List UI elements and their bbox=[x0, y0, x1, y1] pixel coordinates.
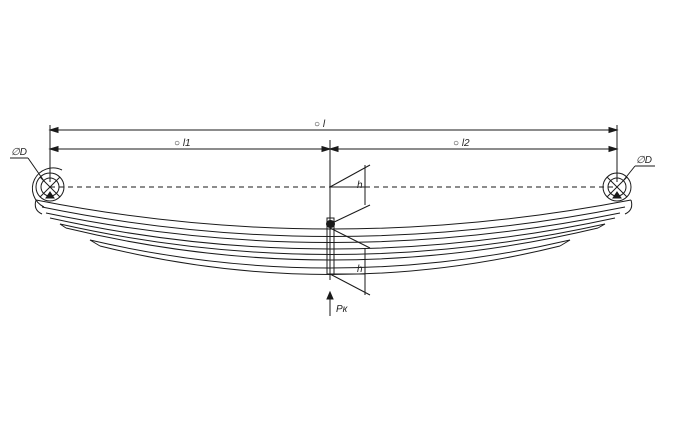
right-eye bbox=[602, 172, 632, 202]
upper-height-dimension: h bbox=[329, 164, 371, 225]
upper-height-label: h bbox=[357, 180, 363, 191]
lower-height-dimension: h bbox=[329, 227, 371, 296]
right-length-label: ○ l2 bbox=[453, 138, 470, 149]
total-length-label: ○ l bbox=[314, 119, 326, 130]
lower-height-label: h bbox=[357, 264, 363, 275]
partial-length-dimensions: ○ l1 ○ l2 bbox=[48, 138, 619, 280]
right-eye-diameter-callout: ∅D bbox=[622, 155, 655, 182]
left-eye bbox=[31, 167, 65, 208]
force-label: Pк bbox=[336, 304, 349, 315]
left-eye-diameter-label: ∅D bbox=[11, 147, 27, 158]
right-eye-diameter-label: ∅D bbox=[636, 155, 652, 166]
left-eye-diameter-callout: ∅D bbox=[10, 147, 45, 182]
force-arrow: Pк bbox=[326, 290, 349, 316]
left-length-label: ○ l1 bbox=[174, 138, 191, 149]
